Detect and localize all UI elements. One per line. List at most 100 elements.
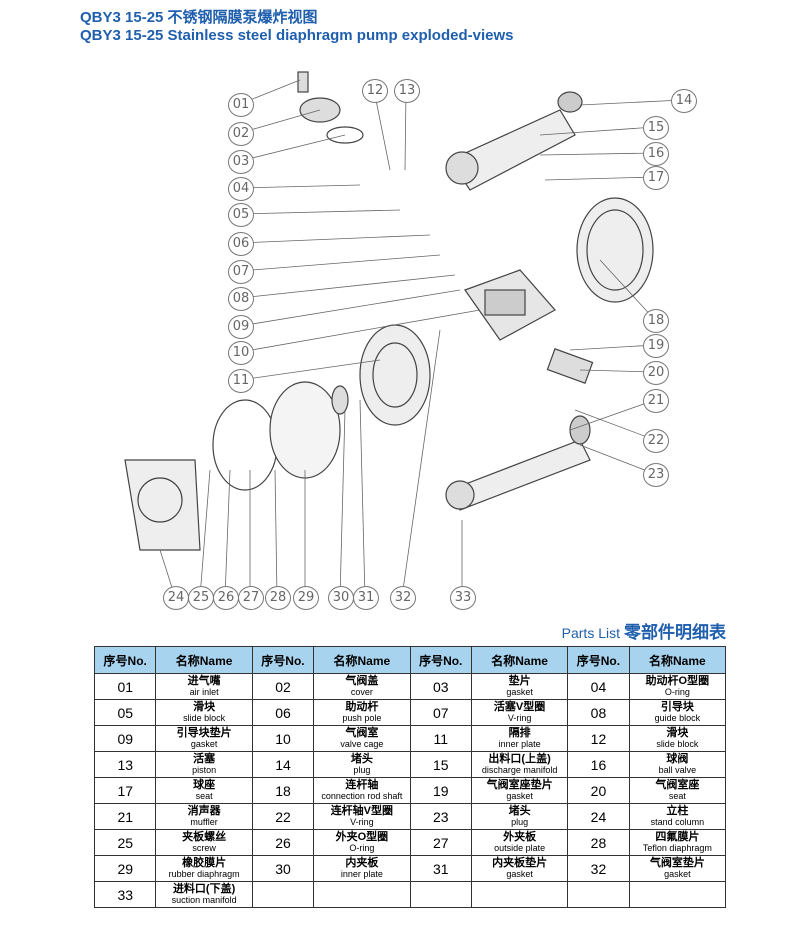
part-name-zh: 立柱	[666, 804, 689, 817]
discharge-manifold-part	[445, 91, 583, 191]
part-name-zh: 内夹板	[345, 856, 379, 869]
callout-06: 06	[228, 232, 254, 256]
part-name-zh: 滑块	[193, 700, 216, 713]
header-name: 名称Name	[155, 646, 253, 674]
part-name-zh: 进气嘴	[187, 674, 221, 687]
diaphragms-left	[212, 381, 349, 491]
part-name-en: screw	[192, 842, 216, 853]
part-name-en: V-ring	[350, 816, 374, 827]
part-name-zh: 助动杆	[345, 700, 379, 713]
part-number: 20	[567, 777, 630, 804]
callout-05: 05	[228, 203, 254, 227]
plate-left	[359, 324, 431, 426]
part-name-en: ball valve	[658, 764, 697, 775]
part-number: 17	[93, 777, 157, 804]
leader-line	[539, 152, 656, 156]
part-name-zh: 滑块	[666, 726, 689, 739]
part-number: 08	[567, 699, 630, 726]
leader-line	[544, 176, 656, 181]
part-number: 27	[409, 829, 472, 856]
part-name-zh: 活塞	[193, 752, 216, 765]
leader-line	[574, 409, 656, 441]
part-number: 09	[93, 725, 157, 752]
leader-line	[404, 89, 407, 171]
part-number: 22	[251, 803, 315, 830]
part-name-zh: 橡胶膜片	[182, 856, 227, 869]
leader-line	[579, 369, 656, 373]
part-name-en: guide block	[654, 712, 701, 723]
leader-line	[539, 126, 656, 136]
part-name-zh: 隔排	[508, 726, 531, 739]
header-no: 序号No.	[93, 646, 157, 674]
part-number: 11	[409, 725, 472, 752]
part-name	[313, 881, 411, 908]
part-name-zh: 四氟膜片	[655, 830, 700, 843]
leader-line	[274, 469, 278, 598]
part-number: 23	[409, 803, 472, 830]
callout-27: 27	[238, 586, 264, 610]
callout-03: 03	[228, 150, 254, 174]
part-name-en: muffler	[190, 816, 218, 827]
parts-list-title-zh: 零部件明细表	[624, 623, 726, 642]
part-number: 31	[409, 855, 472, 882]
callout-32: 32	[390, 586, 416, 610]
part-number: 05	[93, 699, 157, 726]
suction-manifold-part	[445, 439, 591, 511]
callout-24: 24	[163, 586, 189, 610]
part-name-zh: 连杆轴V型圈	[330, 804, 394, 817]
header-no: 序号No.	[251, 646, 315, 674]
header-name: 名称Name	[628, 646, 727, 674]
leader-line	[239, 289, 461, 327]
leader-line	[239, 234, 431, 244]
part-number: 03	[409, 673, 472, 700]
part-name-en: stand column	[650, 816, 705, 827]
callout-15: 15	[643, 116, 669, 140]
part-name-en: push pole	[342, 712, 382, 723]
callout-14: 14	[671, 89, 697, 113]
part-name-zh: 气阀室	[345, 726, 379, 739]
leader-line	[239, 274, 456, 299]
callout-04: 04	[228, 177, 254, 201]
part-number: 33	[93, 881, 157, 908]
valve-cage-part	[464, 269, 556, 341]
callout-30: 30	[328, 586, 354, 610]
part-number	[567, 881, 630, 908]
diaphragm-right	[576, 197, 654, 303]
header-no: 序号No.	[567, 646, 630, 674]
callout-19: 19	[643, 334, 669, 358]
callout-16: 16	[643, 142, 669, 166]
part-name-en: gasket	[506, 790, 533, 801]
part-number: 07	[409, 699, 472, 726]
part-name-zh: 球座	[193, 778, 216, 791]
part-name: 出料口(上盖)discharge manifold	[470, 751, 569, 778]
callout-02: 02	[228, 122, 254, 146]
part-name-en: air inlet	[189, 686, 219, 697]
callout-18: 18	[643, 309, 669, 333]
part-number: 16	[567, 751, 630, 778]
part-number: 06	[251, 699, 315, 726]
part-name-zh: 进料口(下盖)	[172, 882, 236, 895]
part-number: 01	[93, 673, 157, 700]
callout-31: 31	[353, 586, 379, 610]
leader-line	[199, 469, 211, 598]
callout-11: 11	[228, 369, 254, 393]
callout-13: 13	[394, 79, 420, 103]
part-name-en: Teflon diaphragm	[642, 842, 712, 853]
